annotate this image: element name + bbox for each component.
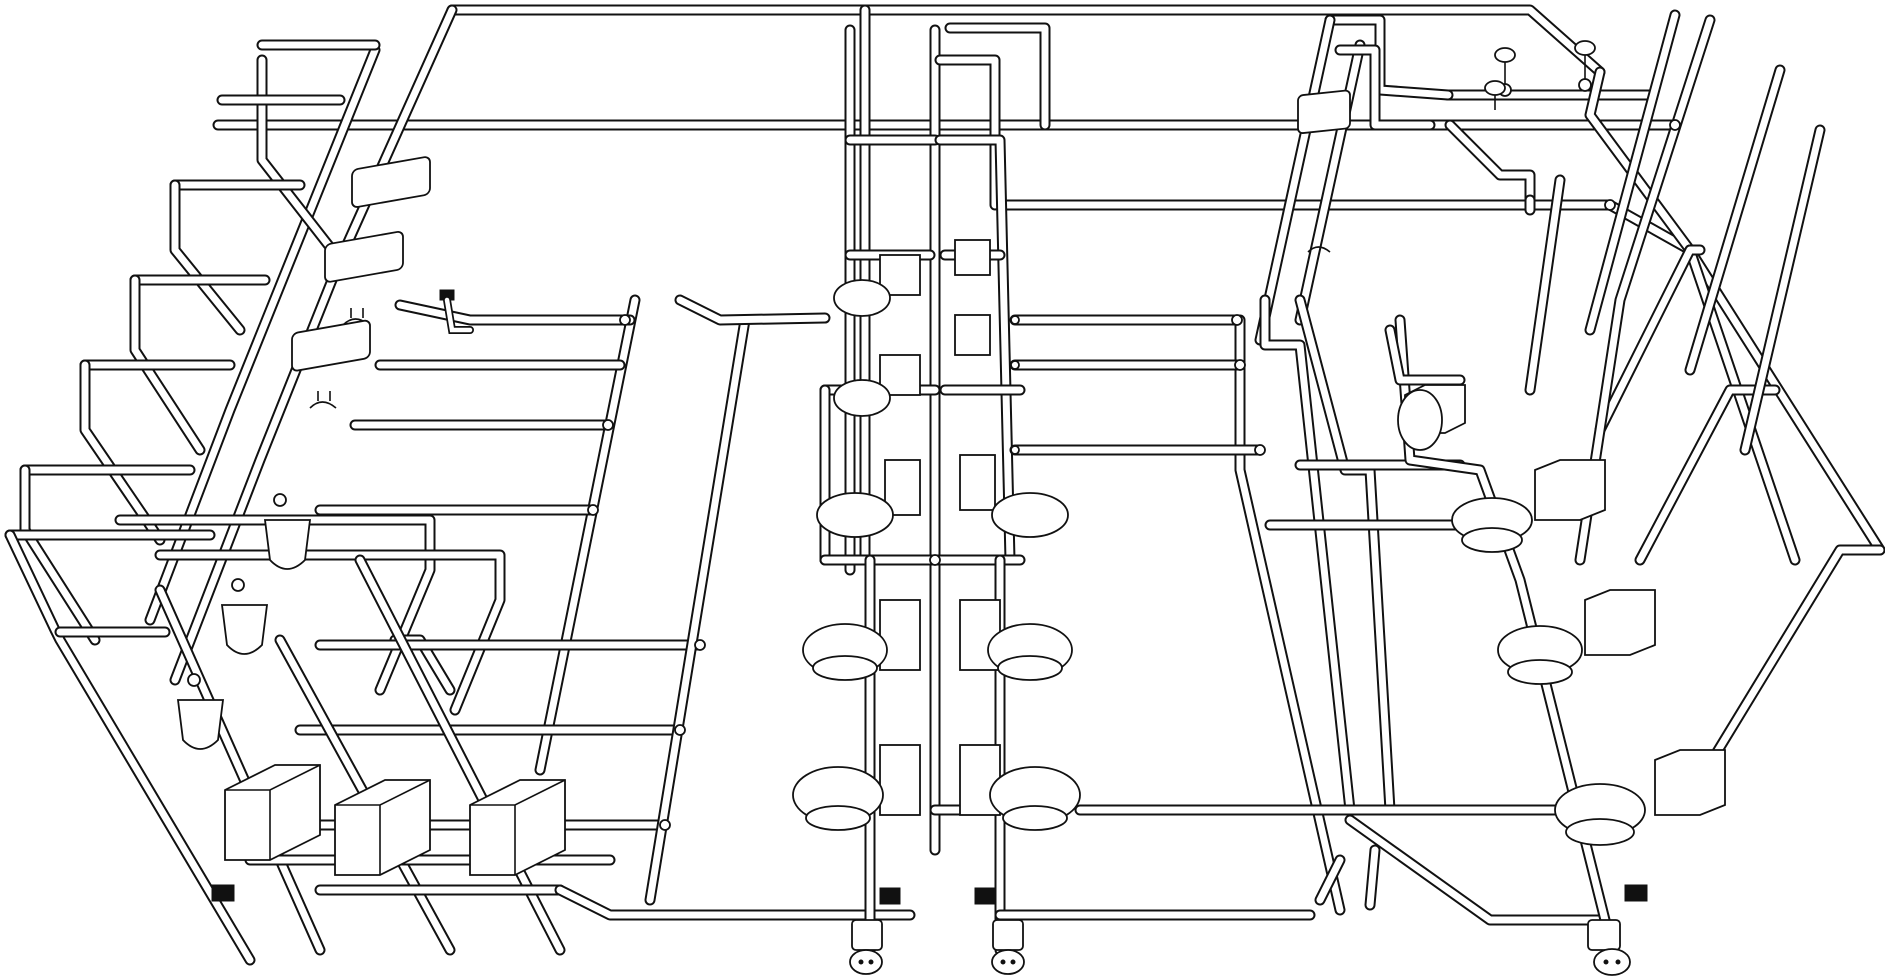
tank-2 (334, 779, 431, 876)
tank-1 (224, 764, 321, 861)
wc-left-3 (816, 459, 921, 538)
left-lavatories (291, 156, 474, 409)
lavatory-right (1297, 89, 1351, 253)
urinal-1 (263, 493, 312, 570)
right-supply-risers (1254, 9, 1885, 786)
cleanout-right (991, 919, 1025, 975)
left-water-closet-tanks (211, 764, 566, 902)
wc-right-side-2 (1497, 589, 1656, 685)
wc-right-side-1 (1451, 459, 1606, 553)
wc-right-side-3 (1554, 749, 1726, 846)
wc-left-4 (802, 599, 921, 681)
floor-drain-icon (1624, 884, 1648, 902)
center-water-closets (792, 239, 1081, 831)
cleanout-left (849, 919, 883, 975)
floor-drain-icon (974, 887, 996, 905)
tank-3 (469, 779, 566, 876)
gate-valve-icon (1484, 80, 1506, 110)
fittings (587, 119, 1681, 831)
wc-left-1 (833, 254, 921, 317)
urinal-2 (220, 578, 269, 655)
right-soil-stack (1384, 314, 1616, 946)
right-fixtures (1297, 89, 1726, 976)
urinal-3 (176, 673, 225, 750)
top-right-valves (1484, 40, 1596, 110)
center-cleanouts (849, 887, 1025, 975)
floor-drain-icon (879, 887, 901, 905)
wc-right-1 (954, 239, 991, 276)
lavatory-2 (324, 230, 404, 326)
wc-right-2 (954, 314, 991, 356)
wc-right-5 (959, 744, 1081, 831)
wc-left-2 (833, 354, 921, 417)
wc-right-4 (959, 599, 1073, 681)
wc-tank-right-1 (1397, 384, 1466, 451)
wc-right-3 (959, 454, 1069, 538)
urinals (176, 493, 312, 750)
floor-drain-icon (211, 884, 235, 902)
wc-left-5 (792, 744, 921, 831)
gate-valve-icon (1574, 40, 1596, 92)
cleanout-right-side (1587, 919, 1631, 976)
center-risers (819, 4, 1051, 856)
left-supply-risers (4, 4, 506, 966)
lavatory-3 (291, 319, 371, 409)
right-branch-mains (1009, 294, 1606, 926)
